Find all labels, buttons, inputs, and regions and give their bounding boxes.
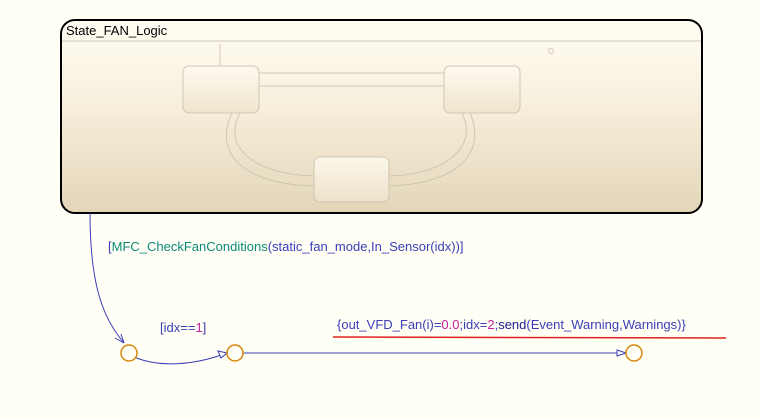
cond-open-bracket: [ [108, 239, 112, 254]
transition-junction1-to-junction2[interactable] [133, 352, 228, 365]
junction-2[interactable] [226, 344, 244, 362]
junction-3[interactable] [625, 344, 643, 362]
action-number-2: 2 [487, 317, 495, 332]
action-part-3: ; [494, 317, 499, 332]
transition-state-to-junction1[interactable] [89, 212, 125, 344]
junction-cond-close: ] [202, 320, 207, 335]
substate-left[interactable] [182, 65, 260, 114]
transition-condition-label[interactable]: [MFC_CheckFanConditions(static_fan_mode,… [108, 239, 464, 255]
cond-function-name: MFC_CheckFanConditions [111, 239, 268, 254]
substates-group [182, 44, 554, 203]
action-send-keyword: send [498, 317, 527, 332]
action-part-4: (Event_Warning,Warnings)} [526, 317, 686, 332]
cond-arguments: (static_fan_mode,In_Sensor(idx)) [267, 239, 460, 254]
substate-right[interactable] [443, 65, 521, 114]
arrowhead-junction3 [616, 349, 628, 357]
substate-bottom[interactable] [313, 156, 390, 203]
action-part-2: ;idx= [459, 317, 488, 332]
junction-cond-open: [ [160, 320, 164, 335]
cond-close-bracket: ] [459, 239, 464, 254]
junction-condition-label[interactable]: [idx==1] [160, 320, 206, 336]
arrowhead-junction1 [114, 333, 125, 344]
highlight-underline [332, 336, 727, 339]
action-number-1: 0.0 [441, 317, 460, 332]
arrowhead-junction2 [217, 350, 229, 359]
junction-cond-value: 1 [195, 320, 203, 335]
transition-action-label[interactable]: {out_VFD_Fan(i)=0.0;idx=2;send(Event_War… [337, 317, 686, 333]
state-title[interactable]: State_FAN_Logic [66, 23, 168, 38]
action-part-1: {out_VFD_Fan(i)= [337, 317, 442, 332]
junction-1[interactable] [120, 344, 138, 362]
junction-cond-expr: idx== [163, 320, 196, 335]
